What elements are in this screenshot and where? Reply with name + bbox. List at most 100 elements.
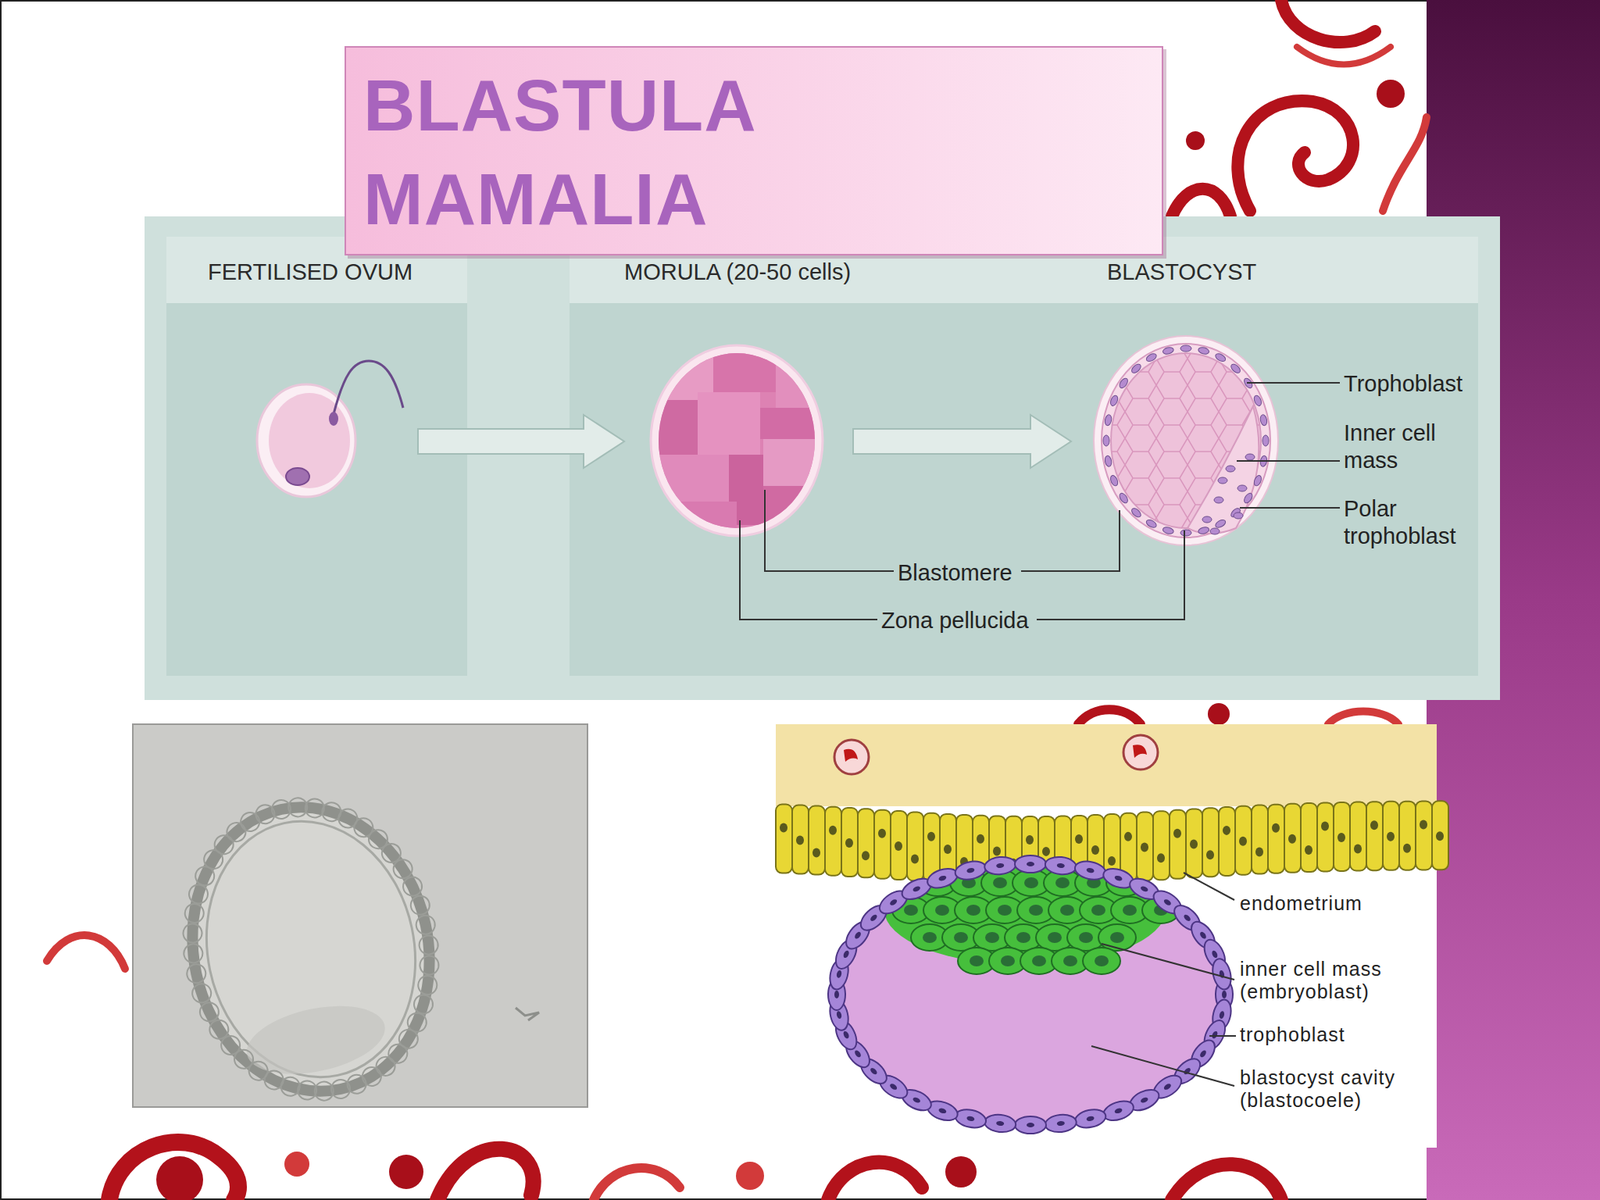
epithelial-cell <box>1202 807 1219 877</box>
cell-outline <box>367 828 390 850</box>
cell-nucleus <box>1032 955 1047 967</box>
part-label: Inner cell mass <box>1343 419 1461 475</box>
cell-nucleus <box>869 1067 879 1076</box>
morula <box>658 400 698 455</box>
floral-ornament <box>1171 189 1231 217</box>
cell-outline <box>246 1059 269 1082</box>
morula <box>650 345 826 536</box>
embryoblast-cell <box>1082 947 1121 975</box>
cell-outline <box>232 1048 255 1071</box>
cell-nucleus <box>1245 453 1255 461</box>
cell-nucleus <box>1163 898 1173 908</box>
cell-nucleus <box>869 913 879 922</box>
cell-nucleus <box>1197 525 1211 535</box>
leader-line <box>1101 943 1235 980</box>
cell-nucleus <box>1063 955 1078 967</box>
stage-panel <box>569 236 1479 676</box>
cell-outline <box>360 1065 383 1088</box>
cell-nucleus <box>1130 507 1143 519</box>
cell-nucleus <box>1026 861 1035 867</box>
trophoblast-cell <box>1044 855 1078 876</box>
cell-nucleus <box>1162 346 1175 355</box>
epithelial-cell <box>1350 801 1367 871</box>
trophoblast-cell <box>925 864 961 892</box>
cell-outline <box>239 810 261 833</box>
cell-nucleus <box>1085 867 1095 874</box>
epithelial-cell <box>1399 801 1416 871</box>
cell-nucleus <box>1047 932 1062 943</box>
cell-nucleus <box>1000 955 1015 967</box>
embryoblast-cell <box>1082 947 1121 975</box>
cell-nucleus <box>1217 477 1228 484</box>
floral-ornament <box>46 935 125 969</box>
trophoblast-cell <box>1073 858 1108 883</box>
floral-ornament <box>1281 0 1375 43</box>
cell-nucleus <box>1055 877 1070 889</box>
leader-line <box>1183 872 1235 900</box>
cell-nucleus <box>1140 842 1149 853</box>
morula <box>763 439 826 486</box>
cell-nucleus <box>992 846 1001 856</box>
cell-outline <box>182 902 205 925</box>
cell-nucleus <box>1145 517 1158 529</box>
micrograph <box>240 994 392 1086</box>
blastocyst <box>1187 406 1259 534</box>
cell-nucleus <box>911 885 922 893</box>
trophoblast-cell <box>1044 855 1078 876</box>
cell-nucleus <box>1016 932 1031 943</box>
cell-nucleus <box>1304 845 1313 855</box>
cell-outline <box>181 921 204 944</box>
cell-nucleus <box>889 898 899 908</box>
epithelial-cell <box>841 807 858 877</box>
cell-nucleus <box>842 950 850 960</box>
epithelial-cell <box>874 810 891 879</box>
cell-nucleus <box>966 904 981 916</box>
epithelial-cell <box>825 807 842 876</box>
epithelial-cell <box>907 811 924 881</box>
epithelial-cell <box>1218 807 1236 876</box>
epithelial-cell <box>1333 802 1350 872</box>
floral-blob <box>945 1156 977 1188</box>
cell-nucleus <box>1117 492 1130 505</box>
epithelial-cell <box>775 804 793 874</box>
cell-nucleus <box>835 969 843 979</box>
trophoblast-cell <box>1073 1107 1108 1131</box>
cell-outline <box>417 933 440 956</box>
cell-nucleus <box>1103 455 1113 468</box>
trophoblast-cell <box>983 1113 1017 1134</box>
epithelial-cell <box>808 806 825 875</box>
stage-column: BLASTOCYST <box>1071 236 1286 676</box>
cell-nucleus <box>1435 831 1444 841</box>
cell-outline <box>190 982 213 1004</box>
cell-nucleus <box>1028 904 1043 916</box>
cell-nucleus <box>966 1115 975 1122</box>
cell-outline <box>386 1042 409 1065</box>
floral-blob <box>1185 131 1205 150</box>
micrograph <box>132 724 588 1125</box>
cell-nucleus <box>1214 517 1227 529</box>
epithelial-cell <box>1218 807 1236 876</box>
cell-nucleus <box>1060 904 1075 916</box>
cell-nucleus <box>1253 394 1264 408</box>
fertilised-ovum <box>257 384 356 497</box>
epithelial-cell <box>1333 802 1350 872</box>
cell-nucleus <box>1271 823 1280 833</box>
epithelial-cell <box>1267 804 1285 874</box>
blastocyst <box>1093 335 1279 546</box>
morula <box>658 501 737 533</box>
epithelial-cell <box>890 810 908 880</box>
cell-nucleus <box>1024 877 1039 889</box>
cell-outline <box>336 807 359 829</box>
cell-nucleus <box>1214 352 1227 364</box>
cell-nucleus <box>1262 435 1269 447</box>
stage-arrow <box>417 414 625 468</box>
cell-nucleus <box>903 904 918 916</box>
epithelial-cell <box>1235 806 1252 875</box>
leader-line <box>1236 460 1340 462</box>
cell-nucleus <box>1139 1096 1150 1104</box>
cell-nucleus <box>1085 1115 1095 1122</box>
morula <box>697 392 761 455</box>
floral-blob <box>1376 79 1405 108</box>
leader-line <box>764 489 894 572</box>
cell-nucleus <box>1255 847 1264 858</box>
